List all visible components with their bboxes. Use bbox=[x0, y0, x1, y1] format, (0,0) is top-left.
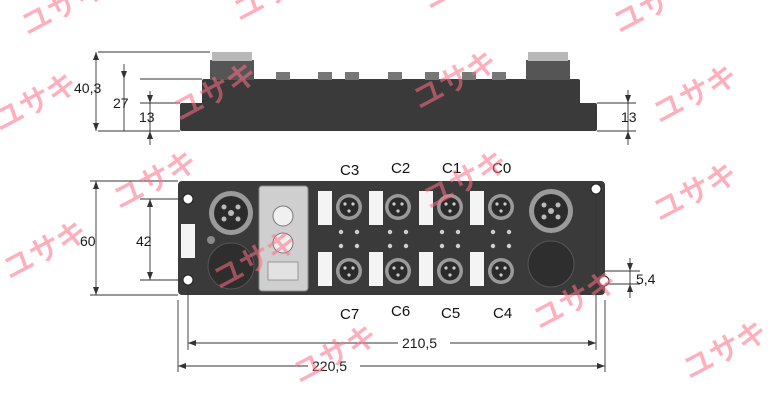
m8-port-c1 bbox=[437, 194, 463, 220]
port-label-c5: C5 bbox=[441, 305, 460, 322]
rotary-switch-top bbox=[272, 205, 294, 227]
dim-side-height-body: 27 bbox=[113, 95, 129, 111]
side-m8-bump bbox=[388, 72, 402, 80]
side-m8-bump bbox=[276, 72, 290, 80]
m8-port-c3 bbox=[336, 194, 362, 220]
label-window bbox=[470, 191, 484, 225]
mounting-hole-bottom-left bbox=[182, 274, 194, 286]
port-label-c7: C7 bbox=[340, 306, 359, 323]
label-window bbox=[318, 252, 332, 286]
side-dimensions: 40,3 27 13 13 bbox=[74, 51, 637, 145]
rotary-switch-bottom bbox=[272, 232, 294, 254]
m8-port-c7 bbox=[336, 258, 362, 284]
label-window bbox=[369, 252, 383, 286]
watermark-text: ユサキ bbox=[647, 156, 743, 229]
dim-front-width-total: 220,5 bbox=[312, 358, 347, 374]
front-dimensions: 60 42 5,4 210,5 220,5 bbox=[80, 180, 656, 374]
watermark-text: ユサキ bbox=[607, 0, 703, 41]
watermark-text: ユサキ bbox=[647, 58, 743, 131]
m8-port-c5 bbox=[437, 258, 463, 284]
dim-side-height-total: 40,3 bbox=[74, 80, 101, 96]
label-window bbox=[419, 252, 433, 286]
port-label-c2: C2 bbox=[391, 160, 410, 177]
watermark-text: ユサキ bbox=[227, 0, 323, 29]
status-led-panel bbox=[267, 261, 299, 281]
front-view bbox=[178, 181, 610, 295]
side-left-connector-base bbox=[210, 60, 254, 80]
dim-front-height-mount: 42 bbox=[136, 233, 152, 249]
side-m8-bump bbox=[492, 72, 506, 80]
port-label-c4: C4 bbox=[493, 305, 512, 322]
mounting-hole-top-left bbox=[182, 193, 194, 205]
label-window bbox=[419, 191, 433, 225]
m8-port-c0 bbox=[488, 194, 514, 220]
watermark-text: ユサキ bbox=[417, 0, 513, 17]
right-cover-cap bbox=[527, 240, 575, 288]
label-window bbox=[470, 252, 484, 286]
dim-front-hole-offset: 5,4 bbox=[636, 271, 656, 287]
port-label-c1: C1 bbox=[442, 160, 461, 177]
dim-front-height-total: 60 bbox=[80, 233, 96, 249]
port-label-c6: C6 bbox=[391, 303, 410, 320]
watermark-text: ユサキ bbox=[0, 66, 83, 139]
side-m8-bump bbox=[462, 72, 476, 80]
left-label-slot bbox=[181, 224, 195, 258]
mounting-hole-bottom-right bbox=[598, 275, 610, 287]
dim-side-height-base-right: 13 bbox=[621, 109, 637, 125]
side-left-connector-cap bbox=[212, 52, 252, 61]
side-right-connector-cap bbox=[528, 52, 568, 61]
side-m8-bump bbox=[425, 72, 439, 80]
m8-port-c6 bbox=[385, 258, 411, 284]
status-leds bbox=[338, 229, 512, 249]
side-main-body bbox=[202, 79, 580, 111]
side-m8-bump bbox=[345, 72, 359, 80]
watermark-text: ユサキ bbox=[287, 318, 383, 391]
mounting-hole-top-right bbox=[590, 183, 602, 195]
port-label-c3: C3 bbox=[340, 162, 359, 179]
watermark-text: ユサキ bbox=[15, 0, 111, 43]
port-label-c0: C0 bbox=[492, 160, 511, 177]
side-right-connector-base bbox=[526, 60, 570, 80]
label-window bbox=[318, 191, 332, 225]
screw bbox=[207, 236, 215, 244]
m8-port-c2 bbox=[385, 194, 411, 220]
left-cover-cap bbox=[207, 242, 255, 290]
m8-port-c4 bbox=[488, 258, 514, 284]
side-view bbox=[180, 52, 597, 131]
dim-side-height-base-left: 13 bbox=[139, 109, 155, 125]
watermark-text: ユサキ bbox=[0, 214, 93, 287]
port-labels: C3 C2 C1 C0 C7 C6 C5 C4 bbox=[340, 160, 512, 323]
side-m8-bump bbox=[318, 72, 332, 80]
label-window bbox=[369, 191, 383, 225]
dim-front-width-mount: 210,5 bbox=[402, 335, 437, 351]
watermark-text: ユサキ bbox=[677, 314, 773, 387]
